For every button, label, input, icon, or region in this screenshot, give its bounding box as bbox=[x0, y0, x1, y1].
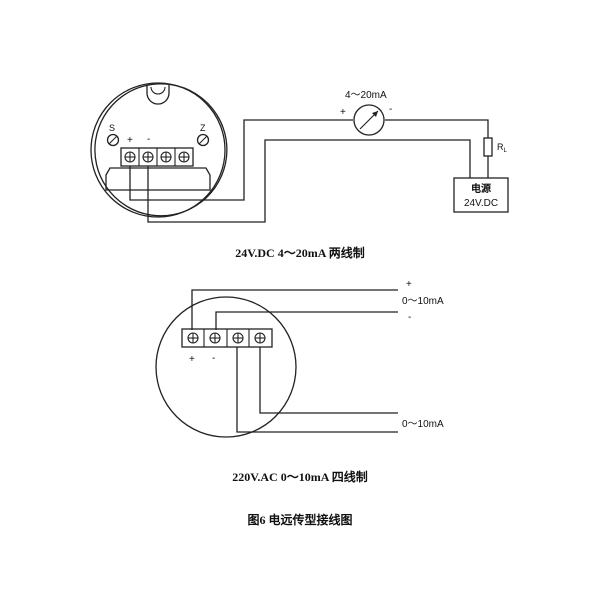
screw-s bbox=[106, 133, 120, 147]
wire-negative bbox=[147, 139, 471, 223]
terminal-block-2 bbox=[181, 328, 273, 348]
terminal2-screw-2 bbox=[209, 332, 221, 344]
power-box-voltage: 24V.DC bbox=[464, 198, 498, 209]
meter-plus-label: + bbox=[340, 107, 346, 118]
resistor-label: RL bbox=[497, 142, 508, 154]
terminal2-plus-label: + bbox=[189, 354, 195, 365]
four-wire-caption: 220V.AC 0～10mA 四线制 bbox=[232, 469, 367, 484]
ammeter bbox=[353, 104, 385, 136]
terminal-plus-label: + bbox=[127, 135, 133, 146]
output-plus-label: + bbox=[406, 279, 412, 290]
power-box-title: 电源 bbox=[471, 182, 491, 195]
terminal-screw-4 bbox=[178, 151, 190, 163]
load-resistor bbox=[483, 137, 493, 157]
wire-power-b bbox=[236, 347, 398, 433]
output-range-top-label: 0～10mA bbox=[402, 296, 444, 307]
wire-output-negative bbox=[215, 311, 398, 330]
terminal2-screw-3 bbox=[232, 332, 244, 344]
terminal2-screw-1 bbox=[187, 332, 199, 344]
terminal2-screw-4 bbox=[254, 332, 266, 344]
meter-minus-label: - bbox=[389, 104, 392, 115]
wire-meter-to-load bbox=[385, 119, 489, 138]
housing-notch-lip bbox=[150, 86, 166, 95]
wire-positive bbox=[129, 119, 353, 201]
terminal-minus-label: - bbox=[147, 134, 150, 145]
two-wire-caption: 24V.DC 4～20mA 两线制 bbox=[235, 245, 364, 260]
transmitter-housing-2 bbox=[155, 296, 297, 438]
meter-label: 4～20mA bbox=[345, 90, 387, 101]
terminal-screw-3 bbox=[160, 151, 172, 163]
terminal-block bbox=[120, 147, 194, 167]
power-range-label: 0～10mA bbox=[402, 419, 444, 430]
wire-power-a bbox=[259, 347, 398, 414]
figure-title: 图6 电远传型接线图 bbox=[247, 512, 352, 527]
output-minus-label: - bbox=[408, 312, 411, 323]
housing-top-notch bbox=[146, 85, 170, 105]
housing-s-label: S bbox=[109, 123, 115, 133]
wire-output-positive bbox=[191, 289, 398, 330]
transmitter-housing bbox=[90, 82, 226, 218]
transmitter-housing-outline bbox=[94, 83, 228, 217]
terminal2-minus-label: - bbox=[212, 353, 215, 364]
housing-bottom-cutout bbox=[105, 167, 211, 191]
power-supply-box bbox=[453, 177, 509, 213]
four-wire-diagram: + - + 0～10mA - 0～10mA 220V.AC 0～10mA 四线制 bbox=[155, 279, 444, 484]
terminal-screw-2 bbox=[142, 151, 154, 163]
two-wire-diagram: S Z + - bbox=[90, 82, 509, 260]
terminal-screw-1 bbox=[124, 151, 136, 163]
screw-z bbox=[196, 133, 210, 147]
housing-z-label: Z bbox=[200, 123, 206, 133]
